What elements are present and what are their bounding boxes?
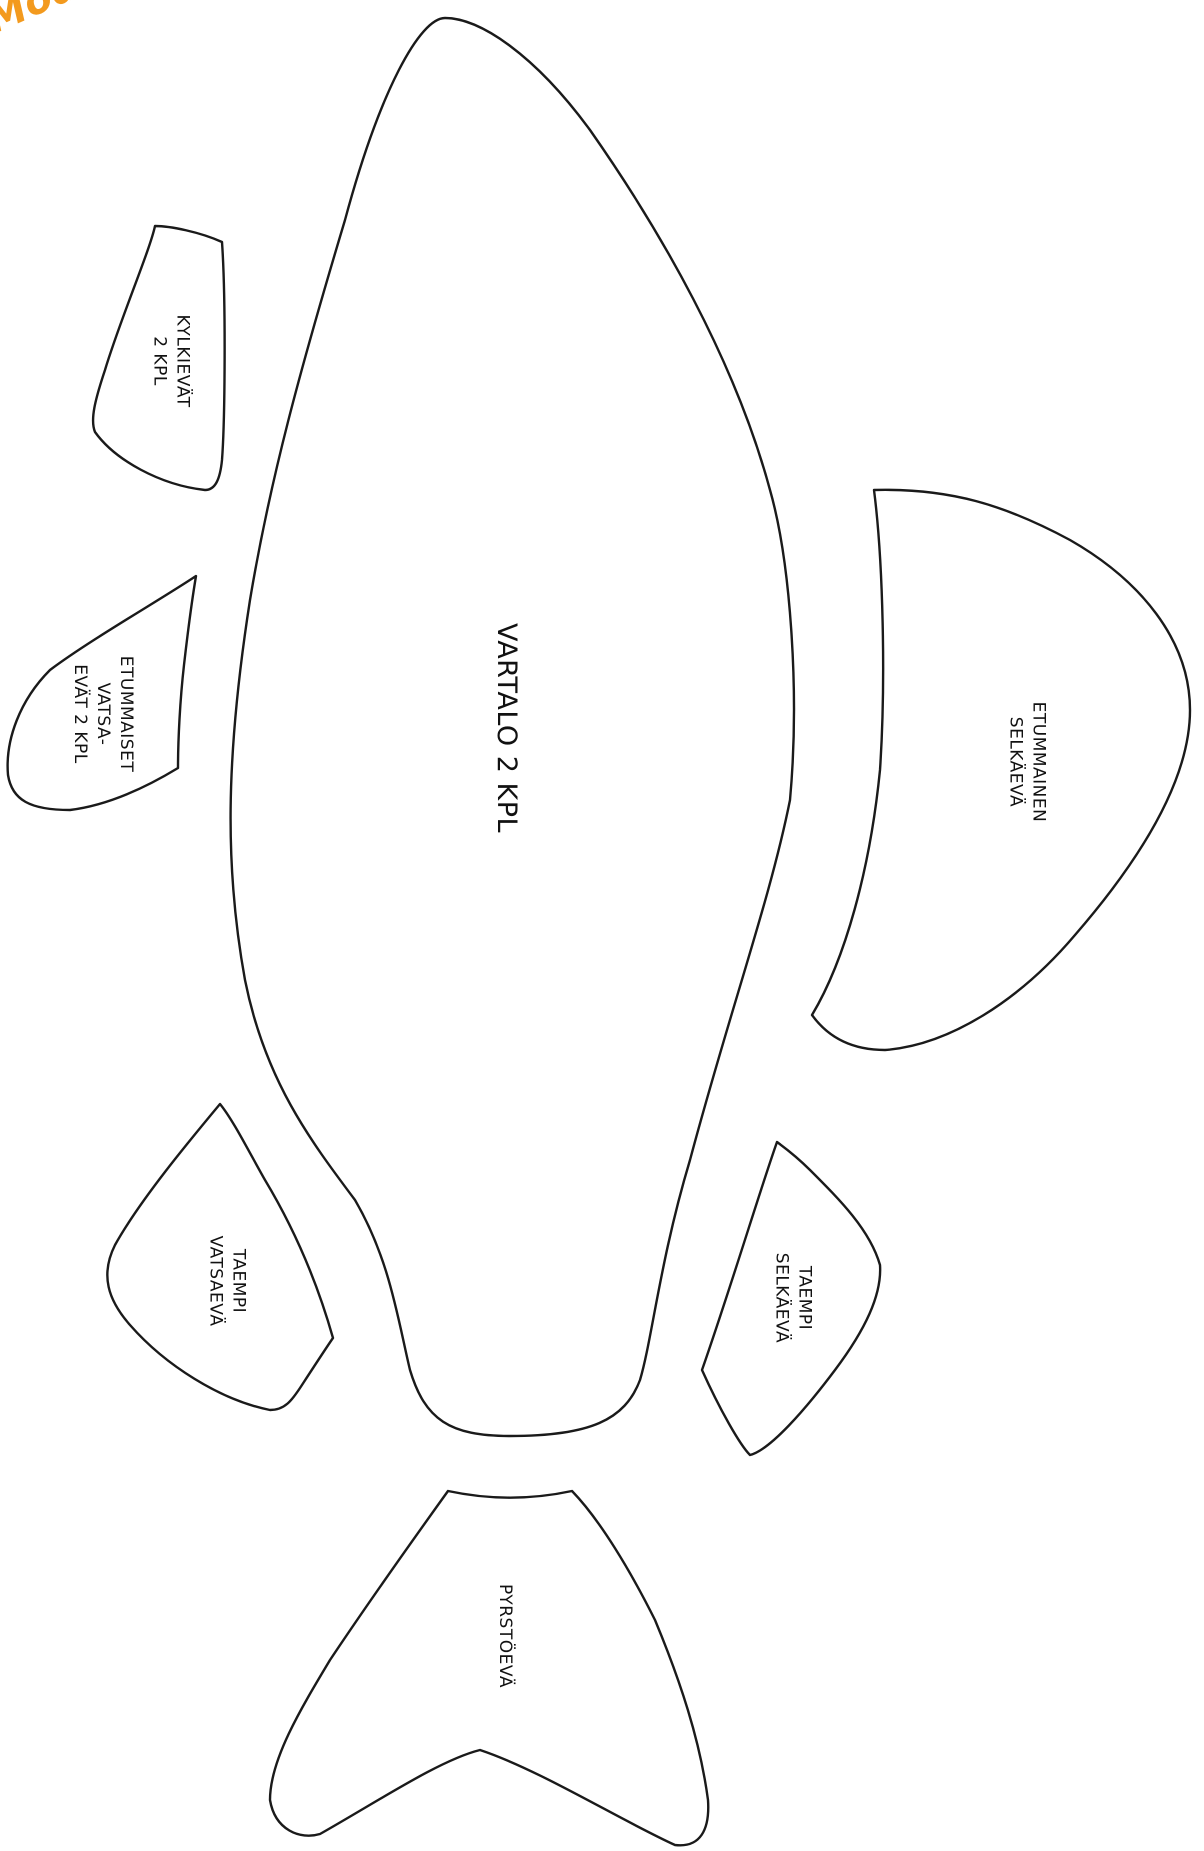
label-line: KYLKIEVÄT [173, 314, 194, 407]
label-line: VATSAEVÄ [206, 1236, 227, 1327]
tail-fin-piece: PYRSTÖEVÄ [268, 1489, 710, 1847]
label-line: VARTALO 2 KPL [491, 623, 522, 833]
tail-fin-label: PYRSTÖEVÄ [495, 1584, 517, 1688]
pelvic-fin-piece: ETUMMAISETVATSA-EVÄT 2 KPL [6, 574, 198, 812]
label-line: SELKÄEVÄ [1006, 717, 1027, 807]
logo-text: Moda [0, 0, 110, 43]
label-line: TAEMPI [229, 1248, 249, 1313]
pectoral-fin-label: KYLKIEVÄT2 KPL [150, 314, 194, 407]
pectoral-fin-piece: KYLKIEVÄT2 KPL [91, 224, 226, 492]
label-line: TAEMPI [795, 1265, 815, 1330]
label-line: ETUMMAISET [116, 656, 136, 773]
body-piece: VARTALO 2 KPL [229, 16, 796, 1438]
body-label: VARTALO 2 KPL [491, 623, 522, 833]
pectoral-fin-outline [91, 224, 226, 492]
label-line: EVÄT 2 KPL [70, 664, 91, 764]
front-dorsal-fin-outline [810, 488, 1192, 1052]
label-line: 2 KPL [150, 336, 170, 386]
front-dorsal-fin-piece: ETUMMAINENSELKÄEVÄ [810, 488, 1192, 1052]
body-outline [229, 16, 796, 1438]
label-line: SELKÄEVÄ [772, 1253, 793, 1343]
pelvic-fin-outline [6, 574, 198, 812]
rear-anal-fin-outline [106, 1102, 335, 1412]
rear-dorsal-fin-label: TAEMPISELKÄEVÄ [772, 1253, 815, 1343]
pelvic-fin-label: ETUMMAISETVATSA-EVÄT 2 KPL [70, 656, 136, 773]
label-line: ETUMMAINEN [1029, 702, 1049, 823]
rear-dorsal-fin-outline [700, 1140, 882, 1457]
front-dorsal-fin-label: ETUMMAINENSELKÄEVÄ [1006, 702, 1049, 823]
rear-dorsal-fin-piece: TAEMPISELKÄEVÄ [700, 1140, 882, 1457]
rear-anal-fin-piece: TAEMPIVATSAEVÄ [106, 1102, 335, 1412]
label-line: VATSA- [93, 683, 113, 746]
label-line: PYRSTÖEVÄ [495, 1584, 517, 1688]
tail-fin-outline [268, 1489, 710, 1847]
logo: Moda Moda [0, 0, 114, 47]
rear-anal-fin-label: TAEMPIVATSAEVÄ [206, 1236, 249, 1327]
